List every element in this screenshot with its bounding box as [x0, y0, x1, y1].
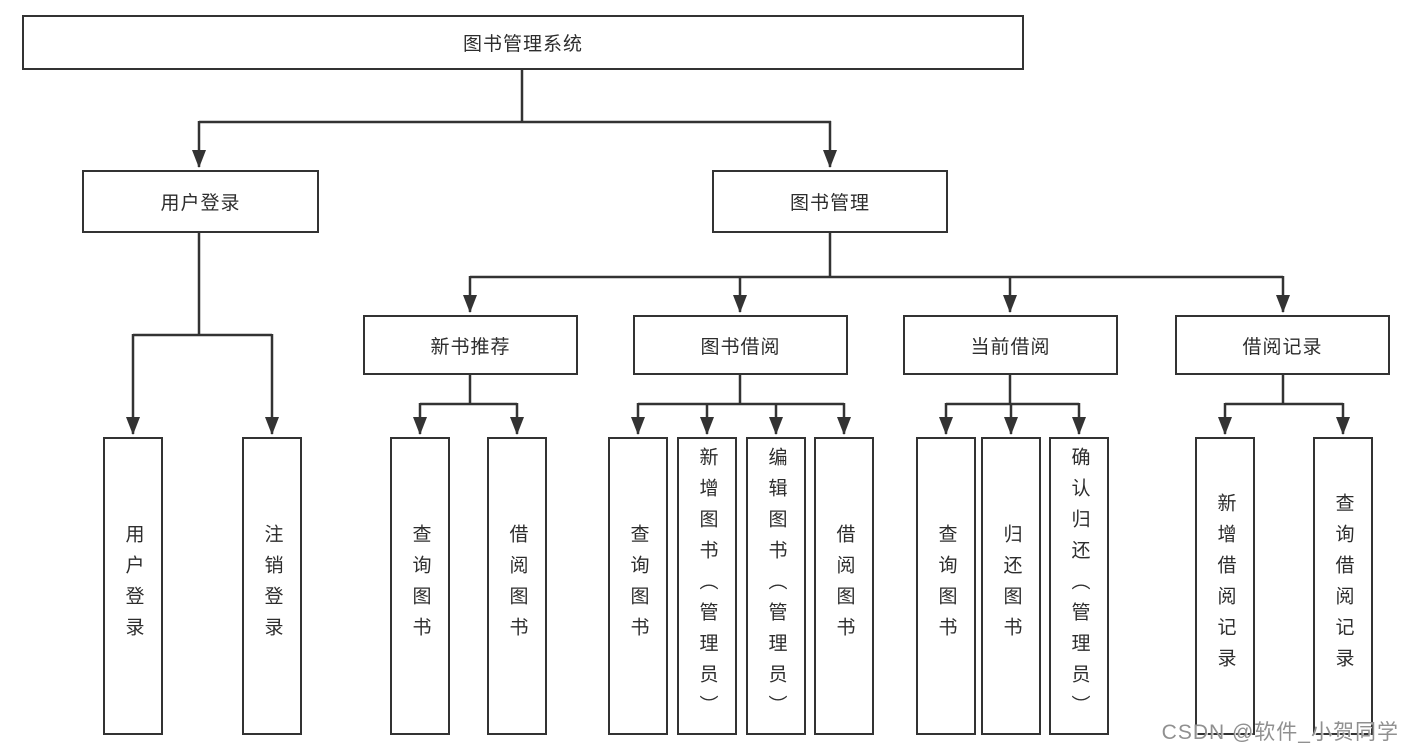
node-new-book-recommend: 新书推荐 — [363, 315, 578, 375]
leaf-label: 确认归还（管理员） — [1068, 446, 1090, 726]
edges-newrec-to-leaves — [413, 373, 524, 435]
node-label: 图书管理系统 — [462, 34, 583, 55]
node-book-borrowing: 图书借阅 — [633, 315, 848, 375]
leaf-logout: 注销登录 — [242, 437, 302, 735]
leaf-borrow-books-borrowing: 借阅图书 — [814, 437, 874, 735]
edges-borrowing-to-leaves — [631, 373, 851, 435]
node-label: 新书推荐 — [430, 336, 511, 358]
csdn-watermark: CSDN @软件_小贺同学 — [1161, 721, 1399, 744]
leaf-query-books-recommend: 查询图书 — [390, 437, 450, 735]
leaf-query-books-borrowing: 查询图书 — [608, 437, 668, 735]
leaf-add-books-admin: 新增图书（管理员） — [677, 437, 737, 735]
leaf-label: 查询图书 — [627, 524, 649, 648]
node-user-login: 用户登录 — [82, 170, 319, 233]
leaf-add-borrow-record: 新增借阅记录 — [1195, 437, 1255, 735]
leaf-query-books-current: 查询图书 — [916, 437, 976, 735]
edges-current-to-leaves — [939, 373, 1086, 435]
edges-root-to-level2 — [192, 64, 837, 168]
leaf-edit-books-admin: 编辑图书（管理员） — [746, 437, 806, 735]
node-label: 当前借阅 — [970, 336, 1051, 358]
node-current-borrowing: 当前借阅 — [903, 315, 1118, 375]
leaf-label: 编辑图书（管理员） — [765, 446, 787, 726]
leaf-label: 查询图书 — [935, 524, 957, 648]
leaf-borrow-books-recommend: 借阅图书 — [487, 437, 547, 735]
leaf-user-login: 用户登录 — [103, 437, 163, 735]
leaf-label: 借阅图书 — [506, 524, 528, 648]
leaf-label: 借阅图书 — [833, 524, 855, 648]
edges-records-to-leaves — [1218, 373, 1350, 435]
node-borrowing-records: 借阅记录 — [1175, 315, 1390, 375]
leaf-label: 新增借阅记录 — [1214, 493, 1236, 679]
leaf-label: 查询图书 — [409, 524, 431, 648]
leaf-confirm-return-admin: 确认归还（管理员） — [1049, 437, 1109, 735]
node-label: 图书管理 — [789, 193, 870, 214]
node-label: 借阅记录 — [1242, 336, 1323, 358]
edges-login-to-leaves — [126, 231, 279, 435]
leaf-return-books: 归还图书 — [981, 437, 1041, 735]
leaf-label: 用户登录 — [122, 524, 144, 648]
leaf-label: 查询借阅记录 — [1332, 493, 1354, 679]
leaf-label: 归还图书 — [1000, 524, 1022, 648]
leaf-label: 新增图书（管理员） — [696, 446, 718, 726]
node-library-management-system: 图书管理系统 — [22, 15, 1024, 70]
leaf-query-borrow-record: 查询借阅记录 — [1313, 437, 1373, 735]
node-label: 用户登录 — [160, 193, 241, 214]
node-book-management: 图书管理 — [712, 170, 948, 233]
leaf-label: 注销登录 — [261, 524, 283, 648]
node-label: 图书借阅 — [700, 336, 781, 358]
edges-bookmgmt-to-level3 — [463, 231, 1290, 313]
